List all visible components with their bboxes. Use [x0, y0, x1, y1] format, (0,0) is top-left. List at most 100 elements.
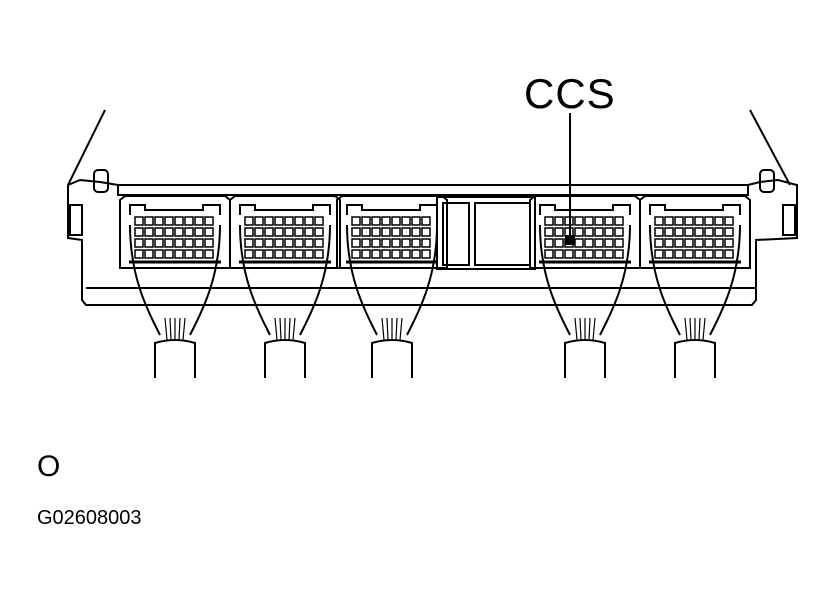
terminal-pin — [194, 249, 204, 259]
terminal-pin — [144, 216, 154, 226]
terminal-pin — [554, 216, 564, 226]
terminal-pin — [351, 227, 361, 237]
terminal-pin — [244, 249, 254, 259]
terminal-pin — [361, 238, 371, 248]
terminal-pin — [614, 227, 624, 237]
terminal-pin — [204, 227, 214, 237]
wire-harness — [649, 224, 741, 336]
terminal-pin — [614, 249, 624, 259]
terminal-pin — [411, 238, 421, 248]
terminal-pin — [134, 249, 144, 259]
terminal-pin — [584, 249, 594, 259]
terminal-pin — [264, 227, 274, 237]
terminal-pin — [614, 216, 624, 226]
cable — [564, 339, 606, 378]
terminal-pin — [134, 227, 144, 237]
terminal-pin — [391, 238, 401, 248]
terminal-pin — [371, 238, 381, 248]
terminal-pin — [674, 216, 684, 226]
terminal-pin — [244, 227, 254, 237]
terminal-pin — [724, 227, 734, 237]
terminal-pin — [194, 216, 204, 226]
terminal-pin — [154, 238, 164, 248]
terminal-pin — [134, 238, 144, 248]
terminal-pin — [154, 216, 164, 226]
terminal-pin — [554, 227, 564, 237]
terminal-pin — [604, 249, 614, 259]
terminal-pin — [564, 249, 574, 259]
terminal-pin — [654, 216, 664, 226]
ccs-callout-label: CCS — [524, 70, 616, 117]
terminal-pin — [274, 216, 284, 226]
connector-3 — [336, 195, 448, 378]
terminal-pin — [421, 227, 431, 237]
terminal-pin — [724, 238, 734, 248]
terminal-pin — [304, 227, 314, 237]
terminal-pin — [154, 227, 164, 237]
terminal-pin — [144, 238, 154, 248]
terminal-pin — [314, 227, 324, 237]
terminal-pin — [304, 238, 314, 248]
terminal-pin — [204, 216, 214, 226]
terminal-pin — [144, 249, 154, 259]
terminal-pin — [411, 227, 421, 237]
cable — [264, 339, 306, 378]
terminal-pin — [194, 238, 204, 248]
terminal-pin — [724, 249, 734, 259]
terminal-pin — [714, 216, 724, 226]
terminal-pin — [714, 249, 724, 259]
terminal-pin — [704, 216, 714, 226]
terminal-pin — [594, 216, 604, 226]
terminal-pin — [351, 249, 361, 259]
terminal-pin — [724, 216, 734, 226]
terminal-pin — [401, 238, 411, 248]
terminal-pin — [294, 227, 304, 237]
terminal-pin — [284, 227, 294, 237]
terminal-pin — [674, 249, 684, 259]
terminal-pin — [254, 227, 264, 237]
terminal-pin — [714, 238, 724, 248]
terminal-pin — [361, 249, 371, 259]
terminal-pin — [164, 238, 174, 248]
cable — [371, 339, 413, 378]
terminal-pin — [684, 238, 694, 248]
terminal-pin — [381, 216, 391, 226]
terminal-pin — [391, 216, 401, 226]
terminal-pin — [664, 249, 674, 259]
terminal-pin — [274, 227, 284, 237]
terminal-pin — [684, 216, 694, 226]
terminal-pin — [174, 227, 184, 237]
terminal-pin — [584, 216, 594, 226]
terminal-pin — [401, 227, 411, 237]
terminal-pin — [554, 249, 564, 259]
terminal-pin — [294, 238, 304, 248]
terminal-pin — [604, 227, 614, 237]
terminal-pin — [184, 227, 194, 237]
terminal-pin — [391, 227, 401, 237]
terminal-pin — [274, 249, 284, 259]
terminal-pin — [164, 227, 174, 237]
terminal-pin — [174, 216, 184, 226]
terminal-pin — [421, 216, 431, 226]
terminal-pin — [284, 249, 294, 259]
terminal-pin — [694, 216, 704, 226]
terminal-pin — [704, 238, 714, 248]
terminal-pin — [421, 238, 431, 248]
terminal-pin — [391, 249, 401, 259]
terminal-pin — [411, 216, 421, 226]
figure-id: G02608003 — [37, 507, 142, 529]
terminal-pin — [674, 227, 684, 237]
terminal-pin — [594, 238, 604, 248]
terminal-pin — [174, 238, 184, 248]
terminal-pin — [654, 249, 664, 259]
terminal-pin — [654, 227, 664, 237]
terminal-pin — [351, 216, 361, 226]
terminal-pin — [664, 216, 674, 226]
wire-harness — [239, 224, 331, 336]
terminal-pin — [704, 249, 714, 259]
terminal-pin — [604, 238, 614, 248]
terminal-pin — [361, 216, 371, 226]
terminal-pin — [294, 216, 304, 226]
terminal-pin — [664, 238, 674, 248]
terminal-pin — [164, 249, 174, 259]
